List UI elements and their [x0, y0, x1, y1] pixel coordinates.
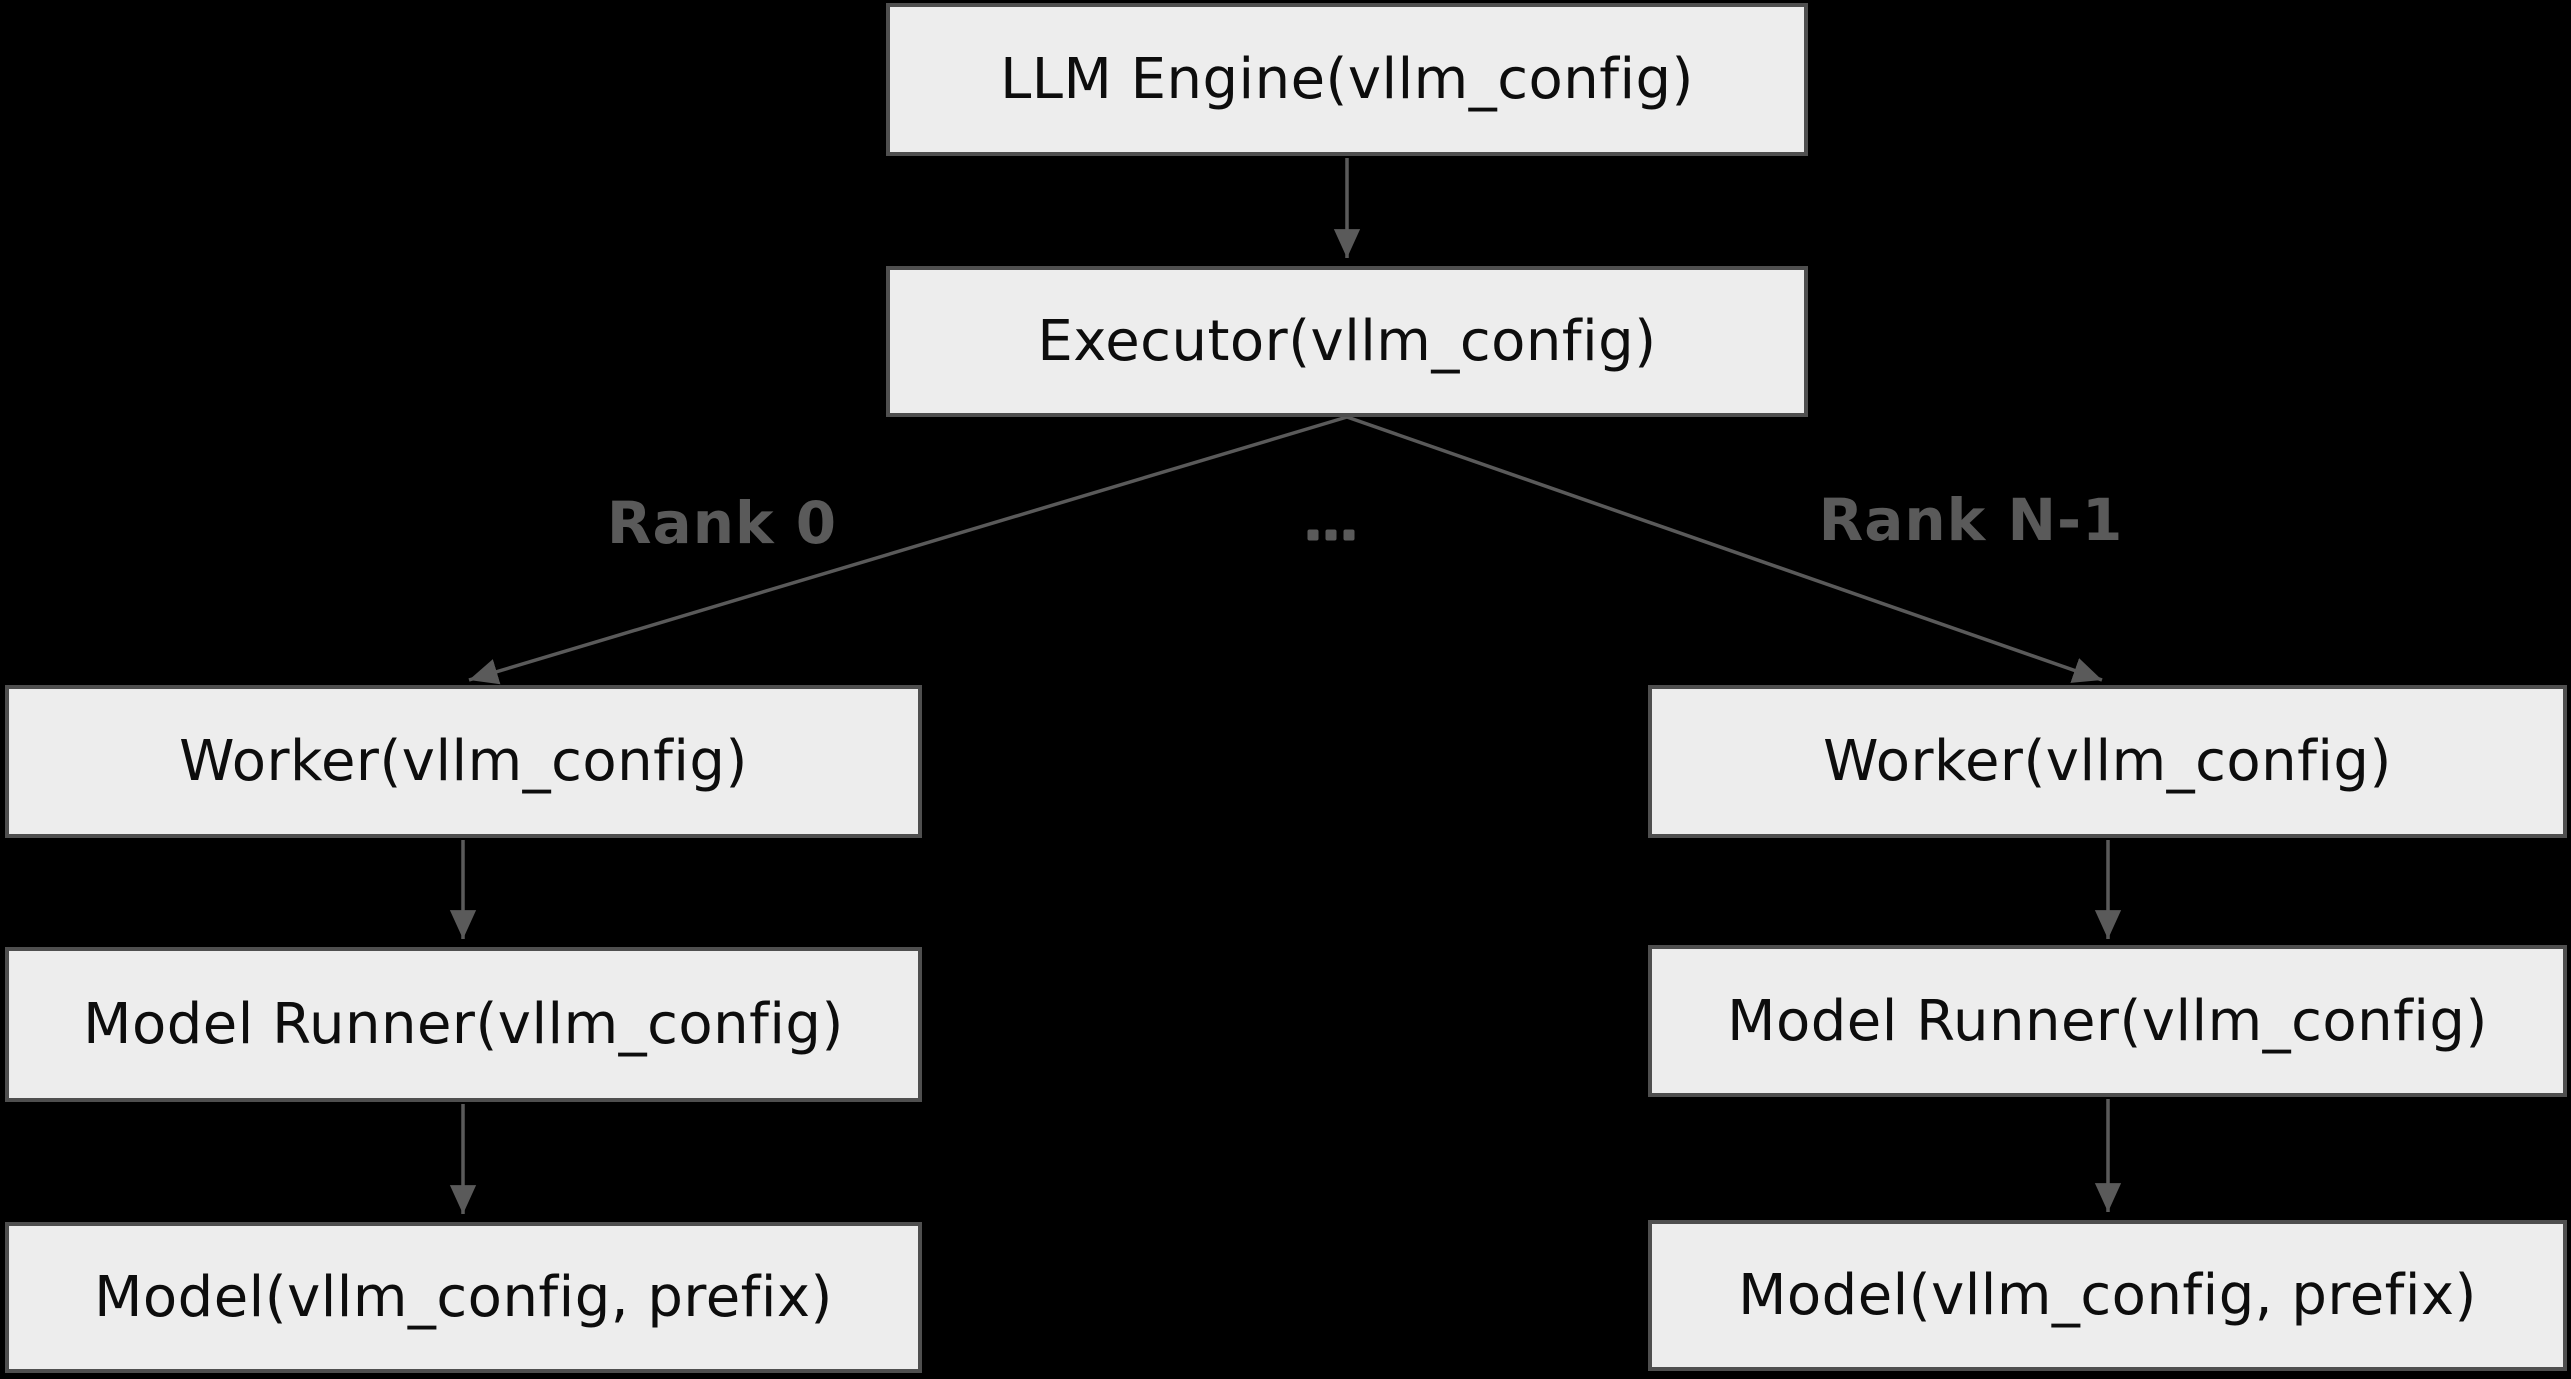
node-llm-engine: LLM Engine(vllm_config): [886, 3, 1808, 156]
edge-executor-to-worker-left: [468, 415, 1348, 685]
node-worker-right: Worker(vllm_config): [1648, 685, 2567, 838]
edge-executor-to-worker-right: [1346, 415, 2103, 683]
ellipsis-dot: [1343, 529, 1355, 541]
node-model-runner-left: Model Runner(vllm_config): [5, 947, 922, 1102]
node-model-left-label: Model(vllm_config, prefix): [94, 1265, 833, 1330]
node-executor: Executor(vllm_config): [886, 266, 1808, 417]
node-executor-label: Executor(vllm_config): [1037, 309, 1657, 374]
node-model-runner-right: Model Runner(vllm_config): [1648, 945, 2567, 1097]
node-model-runner-left-label: Model Runner(vllm_config): [83, 992, 844, 1057]
node-model-right: Model(vllm_config, prefix): [1648, 1220, 2567, 1371]
ellipsis-dot: [1307, 529, 1319, 541]
node-model-left: Model(vllm_config, prefix): [5, 1222, 922, 1373]
node-worker-right-label: Worker(vllm_config): [1823, 729, 2392, 794]
node-worker-left-label: Worker(vllm_config): [179, 729, 748, 794]
node-worker-left: Worker(vllm_config): [5, 685, 922, 838]
ellipsis-icon: …: [1307, 529, 1355, 541]
edge-label-rank-n-1: Rank N-1: [1818, 486, 2124, 554]
node-model-right-label: Model(vllm_config, prefix): [1738, 1263, 2477, 1328]
node-llm-engine-label: LLM Engine(vllm_config): [1000, 47, 1694, 112]
node-model-runner-right-label: Model Runner(vllm_config): [1727, 988, 2488, 1054]
ellipsis-dot: [1325, 529, 1337, 541]
edge-label-rank-0: Rank 0: [606, 489, 838, 557]
